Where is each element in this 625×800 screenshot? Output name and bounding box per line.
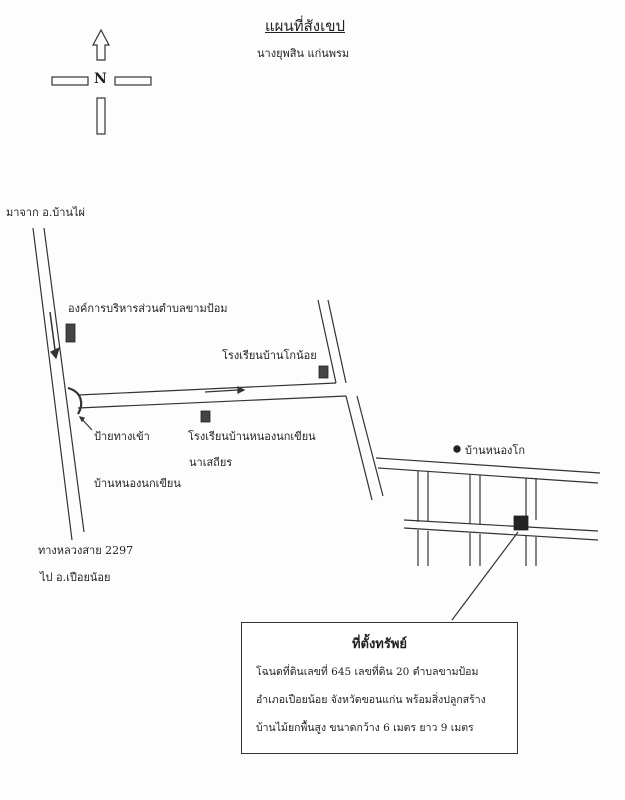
school-bankonoi-icon [318, 365, 329, 379]
property-info-box: ที่ตั้งทรัพย์ โฉนดที่ดินเลขที่ 645 เลขที… [241, 622, 518, 754]
sao-office-label: องค์การบริหารส่วนตำบลขามป้อม [68, 302, 228, 315]
property-line-2: อำเภอเปือยน้อย จังหวัดขอนแก่น พร้อมสิ่งป… [256, 694, 486, 706]
east-direction-arrow-icon [204, 389, 239, 393]
village-nongko-label: บ้านหนองโก [465, 444, 525, 457]
compass-rose [51, 28, 152, 135]
north-arrow-icon [92, 28, 110, 61]
entrance-sign-curve [67, 386, 83, 415]
main-highway [32, 227, 85, 541]
school-bankonoi-label: โรงเรียนบ้านโกน้อย [222, 349, 317, 362]
village-grid [375, 457, 601, 566]
school-nongnok-icon [200, 410, 211, 423]
sign-label-2: บ้านหนองนกเขียน [94, 477, 181, 490]
village-dot-icon [453, 445, 461, 453]
property-pointer-line [451, 531, 519, 621]
sao-building-icon [65, 323, 76, 343]
south-direction-arrow-icon [49, 311, 56, 351]
property-heading: ที่ตั้งทรัพย์ [351, 637, 408, 652]
north-road [317, 299, 384, 501]
owner-name: นางยุพสิน แก่นพรม [257, 47, 350, 60]
side-road [77, 382, 347, 409]
west-arm-icon [51, 76, 89, 86]
east-arrowhead-icon [237, 386, 246, 394]
property-marker-icon [513, 515, 529, 531]
from-road-label: มาจาก อ.บ้านไผ่ [6, 206, 85, 219]
property-line-3: บ้านไม้ยกพื้นสูง ขนาดกว้าง 6 เมตร ยาว 9 … [256, 722, 474, 734]
sign-pointer-head-icon [78, 416, 85, 423]
compass-north-label: N [94, 71, 107, 87]
south-arm-icon [96, 97, 106, 135]
east-arm-icon [114, 76, 152, 86]
school-nongnok-label-1: โรงเรียนบ้านหนองนกเขียน [188, 430, 316, 443]
page-title: แผนที่สังเขป [265, 17, 345, 35]
highway-label-2: ไป อ.เปือยน้อย [40, 571, 111, 584]
highway-label-1: ทางหลวงสาย 2297 [38, 544, 134, 557]
sign-label-1: ป้ายทางเข้า [94, 430, 150, 443]
south-arrowhead-icon [50, 346, 60, 360]
school-nongnok-label-2: นาเสถียร [189, 456, 233, 469]
property-line-1: โฉนดที่ดินเลขที่ 645 เลขที่ดิน 20 ตำบลขา… [256, 666, 479, 678]
